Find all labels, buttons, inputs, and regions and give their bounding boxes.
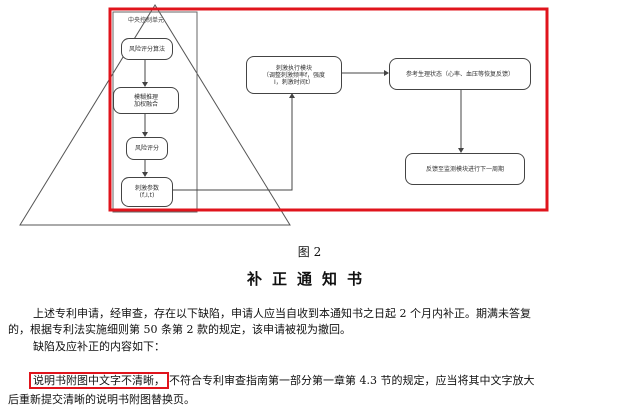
- node-reference-state: 参考生理状态（心率、血压等恢复反馈）: [389, 58, 531, 90]
- control-group-title: 中央控制单元: [128, 17, 165, 24]
- triangle-outline: [19, 4, 291, 226]
- document-title: 补正通知书: [246, 270, 372, 288]
- figure-caption: 图 2: [297, 245, 322, 259]
- highlight-box-figure: [108, 7, 549, 212]
- highlighted-defect: 说明书附图中文字不清晰，: [29, 372, 169, 389]
- figure-area: 中央控制单元 风险评分算法 模糊推理 加权融合 风险评分 刺激参数 (f,I,t…: [19, 4, 549, 226]
- node-risk-algorithm: 风险评分算法: [121, 38, 173, 60]
- node-stim-execution: 刺激执行模块 （调整刺激频率f，强度 I，刺激时间t）: [246, 56, 342, 94]
- node-risk-score: 风险评分: [126, 137, 168, 160]
- control-group-box: [112, 11, 198, 213]
- paragraph-3-line-1: 说明书附图中文字不清晰，不符合专利审查指南第一部分第一章第 4.3 节的规定，应…: [29, 372, 535, 389]
- node-stim-params: 刺激参数 (f,I,t): [121, 177, 173, 207]
- node-fuzzy-reasoning: 模糊推理 加权融合: [113, 87, 179, 114]
- paragraph-3-line-2: 后重新提交清晰的说明书附图替换页。: [8, 393, 195, 406]
- node-feedback: 反馈至监测模块进行下一周期: [405, 153, 525, 185]
- paragraph-2: 缺陷及应补正的内容如下：: [33, 340, 165, 353]
- flowchart-lines: [19, 4, 549, 226]
- paragraph-3-rest: 不符合专利审查指南第一部分第一章第 4.3 节的规定，应当将其中文字放大: [169, 374, 535, 387]
- paragraph-1-line-1: 上述专利申请，经审查，存在以下缺陷，申请人应当自收到本通知书之日起 2 个月内补…: [33, 307, 531, 320]
- paragraph-1-line-2: 的，根据专利法实施细则第 50 条第 2 款的规定，该申请被视为撤回。: [8, 323, 351, 336]
